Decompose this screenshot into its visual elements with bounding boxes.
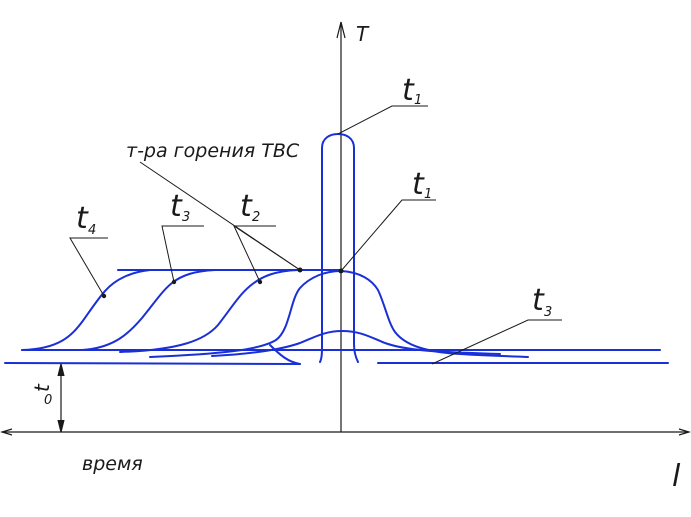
- axes: [0, 21, 691, 436]
- t3-left-sub: 3: [182, 210, 191, 225]
- leader-t4: [69, 237, 108, 297]
- t3-right-sub: 3: [544, 305, 553, 320]
- t4-sub: 4: [88, 223, 97, 238]
- combustion-temp-label: т-ра горения ТВС: [126, 140, 300, 162]
- vertical-axis-arrow: [336, 21, 346, 39]
- horizontal-axis-arrow-right: [678, 428, 691, 436]
- t3-left-label: t: [170, 189, 182, 224]
- curve-t1: [149, 270, 529, 358]
- y-axis-label: T: [356, 22, 369, 46]
- time-label: время: [82, 453, 143, 475]
- dot-combustion: [297, 267, 303, 273]
- curve-dip-left: [269, 344, 301, 365]
- leader-t3-right: [431, 319, 562, 365]
- dot-t4: [101, 293, 107, 299]
- leader-combustion-2: [233, 225, 301, 271]
- ambient-label-main: t: [30, 384, 54, 392]
- horizontal-axis-arrow-left: [0, 428, 13, 436]
- curve-t2: [119, 269, 299, 353]
- ambient-baseline-lower: [4, 362, 301, 365]
- curve-t1-peak: [319, 133, 359, 363]
- ambient-label: t: [30, 384, 54, 392]
- curve-t3: [81, 269, 216, 351]
- t1-mid-label: t: [412, 167, 424, 202]
- dot-t1: [338, 268, 344, 274]
- ambient-arrow-bottom: [57, 419, 65, 433]
- t3-right-label: t: [532, 283, 544, 318]
- leader-t2: [233, 225, 276, 283]
- leader-t1-mid: [340, 199, 436, 272]
- t1-top-sub: 1: [414, 93, 423, 108]
- leader-dots: [101, 267, 344, 299]
- leader-t1-top: [337, 105, 428, 135]
- leader-t3-left: [161, 225, 204, 283]
- leader-lines: [69, 105, 562, 365]
- t2-sub: 2: [252, 210, 261, 225]
- ambient-arrow-top: [57, 363, 65, 377]
- temperature-curves: [4, 133, 669, 365]
- x-axis-label: l: [672, 459, 681, 494]
- dot-t2: [257, 279, 263, 285]
- curve-t4: [21, 269, 151, 351]
- ambient-label-sub: 0: [44, 393, 53, 408]
- t4-label: t: [76, 201, 88, 236]
- dot-t3: [171, 279, 177, 285]
- t1-top-label: t: [402, 73, 414, 108]
- t1-mid-sub: 1: [424, 187, 433, 202]
- t2-label: t: [240, 189, 252, 224]
